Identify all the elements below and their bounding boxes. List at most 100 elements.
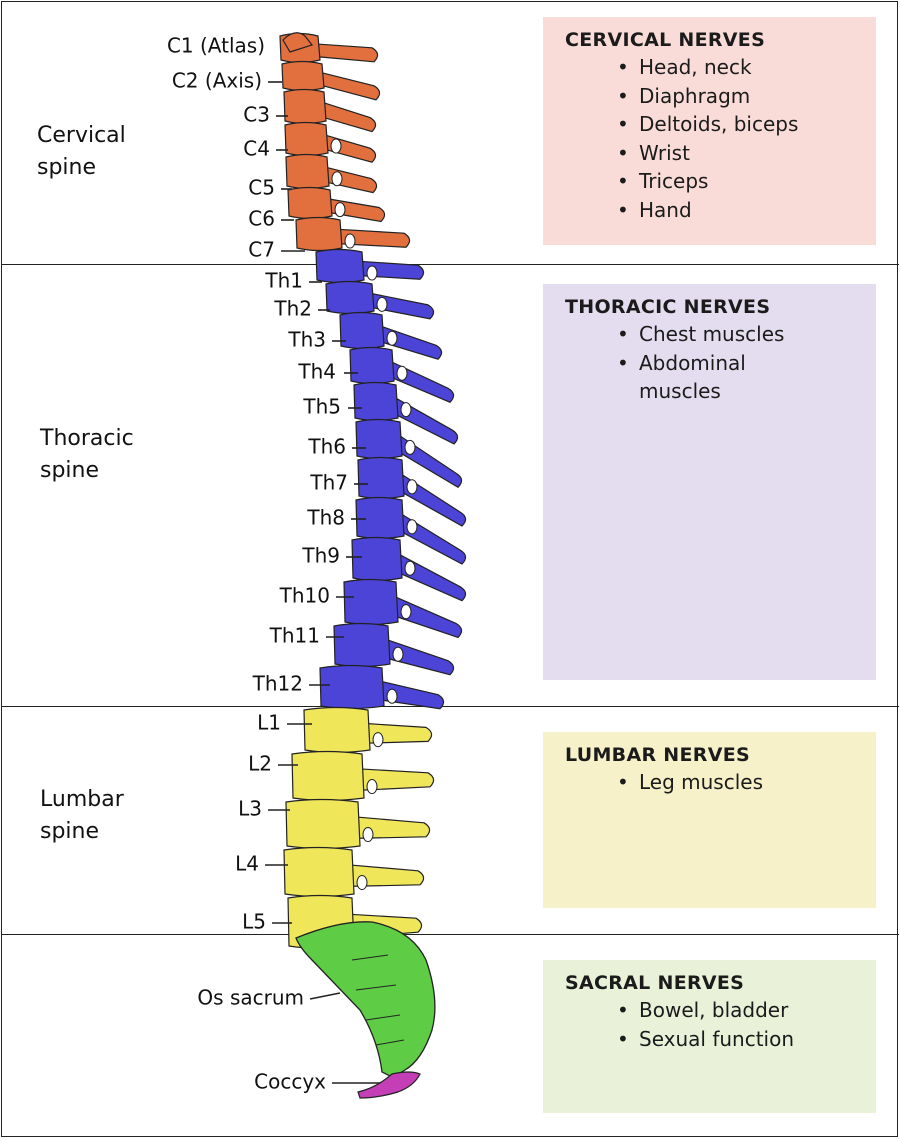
vertebra-label: C6 (248, 207, 275, 231)
vertebra-body (353, 381, 399, 422)
divider-cervical-thoracic (1, 264, 899, 265)
nerve-item: Chest muscles (617, 320, 854, 349)
vertebra-body (287, 186, 333, 220)
intervertebral-foramen (404, 439, 416, 455)
nerve-box-title: SACRAL NERVES (565, 972, 745, 994)
intervertebral-foramen (396, 365, 408, 381)
nerve-box-title: CERVICAL NERVES (565, 29, 766, 51)
vertebra-process (319, 100, 377, 133)
vertebra-body (355, 418, 403, 460)
vertebra-label: Th1 (264, 269, 303, 293)
nerve-item: Deltoids, biceps (617, 110, 854, 139)
vertebra-label: C4 (243, 137, 270, 161)
vertebra-label: C2 (Axis) (172, 69, 262, 93)
vertebra-label: Coccyx (254, 1070, 326, 1094)
vertebra-label: Th2 (273, 297, 312, 321)
vertebra-labels: C1 (Atlas) C2 (Axis) C3C4C5C6C7Th1Th2Th3Th… (167, 34, 380, 1094)
vertebra-label: Th6 (307, 435, 346, 459)
vertebra-body (351, 536, 403, 582)
intervertebral-foramen (356, 875, 368, 891)
vertebra-label: Th3 (287, 328, 326, 352)
intervertebral-foramen (366, 265, 378, 281)
vertebra-label: Th11 (269, 624, 320, 648)
vertebra-label: Th10 (279, 584, 330, 608)
atlas-cap (282, 32, 314, 53)
nerve-list: Chest muscles Abdominal muscles (565, 320, 854, 406)
nerve-item: Bowel, bladder (617, 996, 854, 1025)
sacrum-ridge (375, 1039, 405, 1046)
region-title-line: spine (40, 458, 100, 483)
vertebra-label: L5 (242, 910, 266, 934)
intervertebral-foramen (392, 646, 404, 662)
vertebra-body (355, 496, 405, 540)
region-title-cervical: Cervical spine (37, 120, 126, 184)
vertebra-label: C1 (Atlas) (167, 34, 265, 58)
vertebra-body (303, 706, 371, 754)
sacral-nerves-box: SACRAL NERVES Bowel, bladder Sexual func… (543, 960, 876, 1113)
intervertebral-foramen (362, 827, 374, 843)
vertebra-body (291, 750, 365, 802)
nerve-list: Bowel, bladder Sexual function (565, 996, 854, 1053)
intervertebral-foramen (406, 479, 418, 495)
vertebra-process (322, 165, 378, 194)
region-title-line: spine (37, 155, 97, 180)
region-title-line: Lumbar (40, 787, 124, 812)
nerve-list: Leg muscles (565, 768, 854, 797)
intervertebral-foramen (386, 330, 398, 346)
vertebra-body (343, 578, 399, 626)
vertebra-label: Th7 (309, 471, 348, 495)
vertebra-label: Th5 (302, 395, 341, 419)
region-title-line: Cervical (37, 123, 126, 148)
vertebra-label: L2 (248, 752, 272, 776)
region-title-line: spine (40, 819, 100, 844)
region-title-thoracic: Thoracic spine (40, 423, 134, 487)
vertebra-body (284, 121, 329, 157)
region-title-lumbar: Lumbar spine (40, 784, 124, 848)
intervertebral-foramen (330, 138, 342, 154)
nerve-item: Hand (617, 196, 854, 225)
vertebra-body (295, 216, 343, 252)
vertebra-body (339, 311, 385, 350)
vertebra-body (349, 346, 395, 385)
sacrum-ridge (365, 1014, 401, 1021)
cervical-nerves-box: CERVICAL NERVES Head, neck Diaphragm Del… (543, 17, 876, 245)
vertebra-label: C3 (243, 103, 270, 127)
leader-line (309, 992, 341, 1000)
nerve-item: Abdominal muscles (617, 349, 769, 406)
intervertebral-foramen (366, 779, 378, 795)
nerve-item: Leg muscles (617, 768, 854, 797)
intervertebral-foramen (400, 402, 412, 418)
vertebra-label: Th4 (297, 360, 336, 384)
lumbar-nerves-box: LUMBAR NERVES Leg muscles (543, 732, 876, 908)
vertebra-body (357, 456, 405, 500)
vertebra-label: Os sacrum (197, 986, 304, 1010)
vertebra-body (333, 622, 391, 668)
vertebra-process (321, 133, 377, 163)
divider-lumbar-sacral (1, 934, 899, 935)
vertebra-label: L1 (257, 711, 281, 735)
sacrum-ridge (351, 954, 389, 961)
intervertebral-foramen (334, 202, 346, 218)
vertebra-label: Th12 (252, 672, 303, 696)
vertebra-label: L3 (238, 797, 262, 821)
sacrum (295, 921, 436, 1079)
nerve-item: Head, neck (617, 53, 854, 82)
nerve-box-title: THORACIC NERVES (565, 296, 771, 318)
vertebra-label: C5 (248, 176, 275, 200)
vertebra-body (325, 280, 375, 315)
intervertebral-foramen (404, 560, 416, 576)
vertebra-label: Th8 (306, 506, 345, 530)
divider-thoracic-lumbar (1, 706, 899, 707)
nerve-box-title: LUMBAR NERVES (565, 744, 750, 766)
nerve-item: Diaphragm (617, 82, 854, 111)
spine-shapes (279, 32, 467, 1099)
sacrum-ridge (355, 984, 397, 991)
nerve-item: Sexual function (617, 1025, 854, 1054)
vertebra-body (281, 60, 325, 92)
vertebra-body (315, 248, 365, 284)
vertebra-body (319, 664, 385, 710)
vertebra-body (285, 153, 330, 190)
vertebra-label: C7 (248, 238, 275, 262)
